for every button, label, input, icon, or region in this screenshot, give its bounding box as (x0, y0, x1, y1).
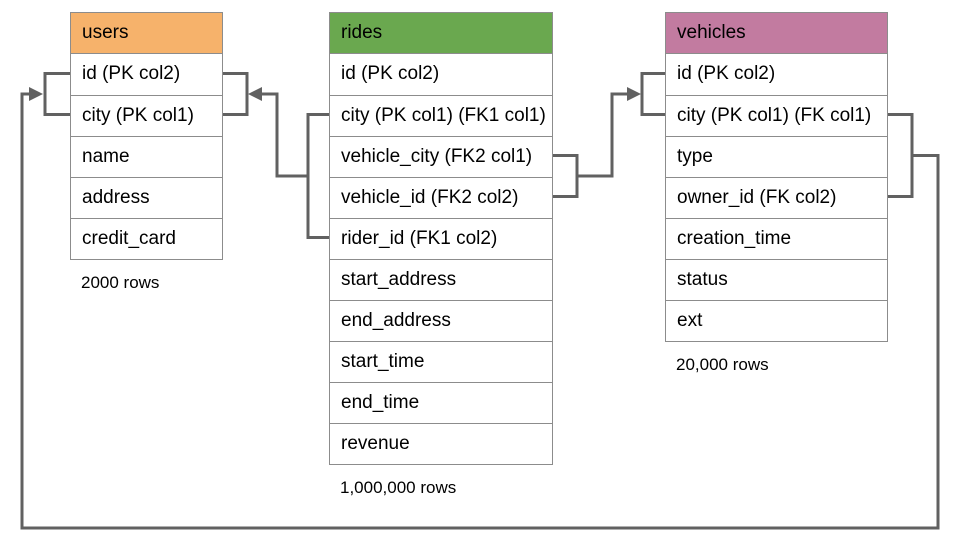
row-count-users: 2000 rows (81, 273, 160, 292)
rides-right-bracket (553, 154, 579, 198)
table-column: revenue (330, 423, 552, 464)
table-header-vehicles: vehicles (666, 13, 887, 54)
vehicles-right-bracket (888, 113, 914, 198)
table-column: owner_id (FK col2) (666, 177, 887, 218)
table-column: name (71, 136, 222, 177)
table-column: address (71, 177, 222, 218)
fk-vehicles-to-users-connector (20, 72, 940, 530)
table-column: credit_card (71, 218, 222, 259)
fk2-elbow-line (577, 92, 629, 178)
table-column: city (PK col1) (FK1 col1) (330, 95, 552, 136)
table-rides: rides id (PK col2)city (PK col1) (FK1 co… (329, 12, 553, 498)
table-header-users: users (71, 13, 222, 54)
table-column: end_time (330, 382, 552, 423)
rides-left-bracket (306, 113, 329, 239)
table-header-rides: rides (330, 13, 552, 54)
fk2-arrowhead (627, 87, 641, 101)
fk1-elbow-line (260, 92, 308, 178)
table-column: vehicle_id (FK2 col2) (330, 177, 552, 218)
vehicles-left-bracket (640, 72, 665, 116)
fk1-arrowhead (248, 87, 262, 101)
table-rides-rows: id (PK col2)city (PK col1) (FK1 col1)veh… (330, 54, 552, 464)
users-right-bracket (223, 72, 249, 116)
table-column: end_address (330, 300, 552, 341)
table-column: creation_time (666, 218, 887, 259)
table-column: start_time (330, 341, 552, 382)
table-column: id (PK col2) (666, 54, 887, 95)
row-count-vehicles: 20,000 rows (676, 355, 769, 374)
fk-arrowhead (29, 87, 43, 101)
table-column: ext (666, 300, 887, 341)
table-vehicles-rows: id (PK col2)city (PK col1) (FK col1)type… (666, 54, 887, 341)
table-column: city (PK col1) (FK col1) (666, 95, 887, 136)
fk-long-route-line (20, 92, 940, 530)
table-column: vehicle_city (FK2 col1) (330, 136, 552, 177)
table-column: id (PK col2) (71, 54, 222, 95)
row-count-rides: 1,000,000 rows (340, 478, 457, 497)
table-column: rider_id (FK1 col2) (330, 218, 552, 259)
users-left-bracket (43, 72, 70, 116)
table-vehicles: vehicles id (PK col2)city (PK col1) (FK … (665, 12, 888, 375)
table-column: status (666, 259, 887, 300)
fk2-rides-to-vehicles-connector (553, 72, 665, 198)
table-column: type (666, 136, 887, 177)
fk1-rides-to-users-connector (223, 72, 329, 239)
table-column: start_address (330, 259, 552, 300)
table-column: id (PK col2) (330, 54, 552, 95)
table-vehicles-box: vehicles id (PK col2)city (PK col1) (FK … (665, 12, 888, 342)
table-rides-box: rides id (PK col2)city (PK col1) (FK1 co… (329, 12, 553, 465)
table-column: city (PK col1) (71, 95, 222, 136)
